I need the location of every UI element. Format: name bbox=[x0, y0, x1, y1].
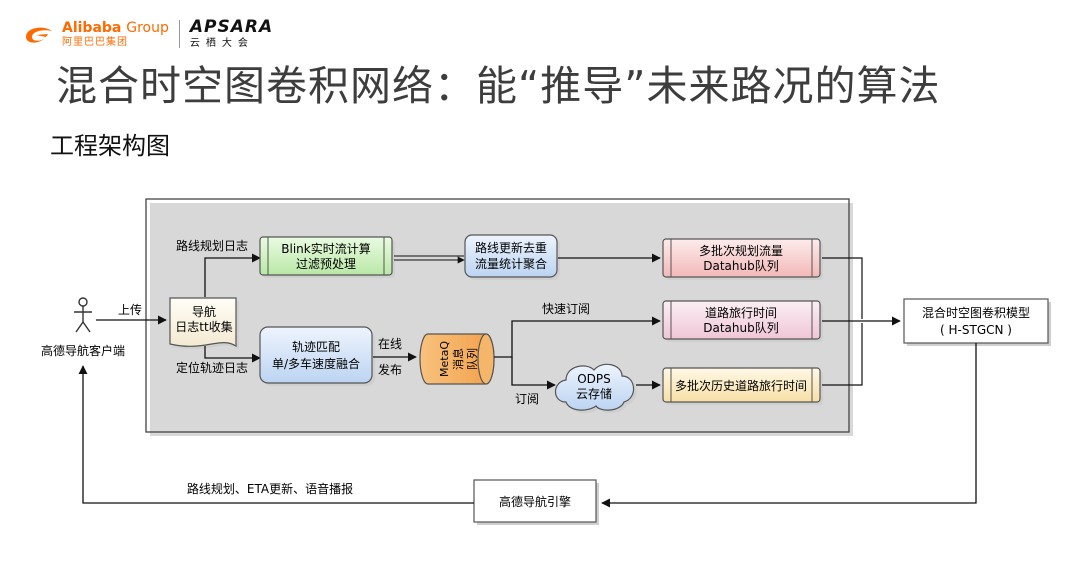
fast-subscribe-label: 快速订阅 bbox=[542, 302, 590, 316]
model-label-1: 混合时空图卷积模型 bbox=[922, 305, 1030, 320]
engine-label: 高德导航引擎 bbox=[499, 494, 571, 509]
blink-node: Blink实时流计算 过滤预处理 bbox=[259, 236, 395, 278]
upload-label: 上传 bbox=[118, 302, 142, 317]
alibaba-wordmark: Alibaba Group bbox=[62, 19, 169, 36]
processing-frame bbox=[145, 198, 850, 433]
publish-label: 发布 bbox=[378, 362, 402, 377]
odps-cloud-node: ODPS 云存储 bbox=[554, 363, 637, 414]
blink-label-1: Blink实时流计算 bbox=[281, 241, 370, 256]
subscribe-label: 订阅 bbox=[515, 392, 539, 406]
track-log-arrow bbox=[204, 346, 261, 363]
model-node: 混合时空图卷积模型 ( H-STGCN ) bbox=[903, 298, 1051, 346]
apsara-cn-wordmark: 云栖大会 bbox=[189, 38, 254, 49]
track-match-label-1: 轨迹匹配 bbox=[292, 340, 340, 354]
alibaba-cn-wordmark: 阿里巴巴集团 bbox=[62, 36, 128, 48]
flow-model-line bbox=[822, 257, 863, 319]
alibaba-logo-icon bbox=[22, 23, 56, 45]
client-label: 高德导航客户端 bbox=[41, 343, 125, 358]
history-travel-node: 多批次历史道路旅行时间 bbox=[662, 367, 823, 405]
dedup-label-1: 路线更新去重 bbox=[475, 240, 547, 255]
dedup-node: 路线更新去重 流量统计聚合 bbox=[464, 234, 560, 280]
travel-queue-label-1: 道路旅行时间 bbox=[705, 305, 777, 320]
feedback-label: 路线规划、ETA更新、语音播报 bbox=[187, 481, 353, 496]
fast-subscribe-arrow bbox=[494, 316, 661, 358]
travel-queue-node: 道路旅行时间 Datahub队列 bbox=[662, 300, 823, 342]
flow-queue-node: 多批次规划流量 Datahub队列 bbox=[662, 238, 823, 280]
apsara-wordmark: APSARA bbox=[189, 17, 274, 37]
flow-queue-label-1: 多批次规划流量 bbox=[699, 243, 783, 258]
subscribe-arrow bbox=[511, 357, 556, 390]
track-match-node: 轨迹匹配 单/多车速度融合 bbox=[259, 326, 375, 386]
history-travel-label: 多批次历史道路旅行时间 bbox=[675, 378, 807, 393]
hist-model-line bbox=[822, 323, 863, 386]
model-engine-arrow bbox=[601, 343, 977, 508]
odps-label-1: ODPS bbox=[577, 372, 611, 386]
slide-subtitle: 工程架构图 bbox=[50, 132, 170, 160]
track-match-label-2: 单/多车速度融合 bbox=[272, 356, 360, 371]
route-log-arrow bbox=[204, 253, 261, 297]
model-label-2: ( H-STGCN ) bbox=[940, 323, 1012, 337]
logo-divider bbox=[178, 20, 180, 48]
dedup-label-2: 流量统计聚合 bbox=[475, 256, 547, 271]
feedback-arrow bbox=[78, 365, 474, 504]
travel-queue-label-2: Datahub队列 bbox=[703, 320, 778, 335]
client-person-icon bbox=[74, 297, 92, 333]
metaq-label-2: 消息 bbox=[451, 348, 465, 370]
blink-label-2: 过滤预处理 bbox=[296, 257, 356, 271]
route-log-label: 路线规划日志 bbox=[176, 238, 248, 253]
metaq-label-1: MetaQ bbox=[438, 341, 451, 377]
metaq-label-3: 队列 bbox=[465, 348, 479, 370]
log-collect-node: 导航 日志tt收集 bbox=[169, 297, 239, 350]
flow-queue-label-2: Datahub队列 bbox=[703, 258, 778, 273]
log-collect-label-1: 导航 bbox=[192, 304, 216, 319]
header-logos: Alibaba Group 阿里巴巴集团 APSARA 云栖大会 bbox=[22, 16, 273, 52]
metaq-node: MetaQ 消息 队列 bbox=[419, 333, 495, 385]
odps-label-2: 云存储 bbox=[576, 386, 612, 401]
online-label: 在线 bbox=[378, 337, 402, 351]
log-collect-label-2: 日志tt收集 bbox=[175, 319, 232, 334]
engine-node: 高德导航引擎 bbox=[473, 479, 599, 525]
slide-title: 混合时空图卷积网络：能“推导”未来路况的算法 bbox=[56, 62, 941, 110]
track-log-label: 定位轨迹日志 bbox=[176, 360, 248, 375]
